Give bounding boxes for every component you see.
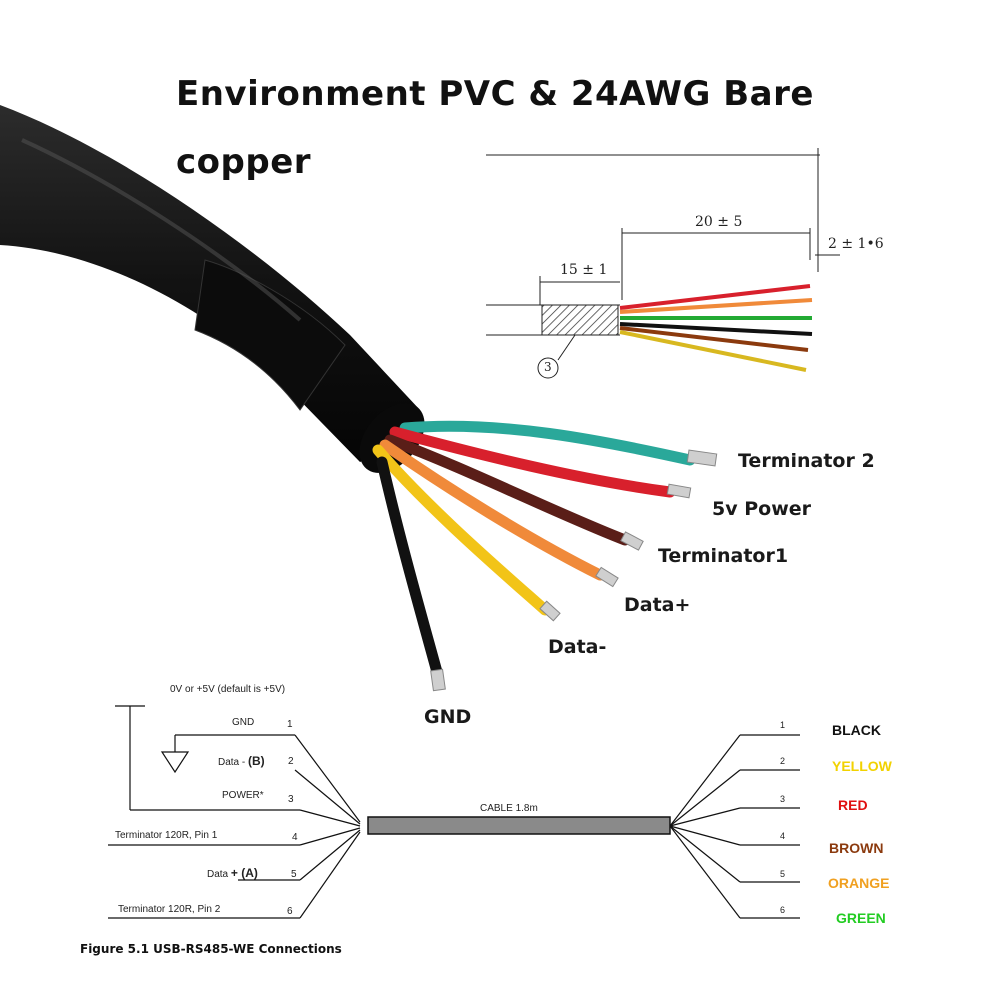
cable-label: CABLE 1.8m xyxy=(480,803,538,814)
wire-label-data-plus: Data+ xyxy=(624,594,691,616)
dimension-callout: 3 xyxy=(544,360,552,374)
left-pin-num-6: 6 xyxy=(287,906,293,917)
right-pin-num-6: 6 xyxy=(780,905,786,915)
wire-orange xyxy=(379,439,606,581)
left-pin-num-2: 2 xyxy=(288,756,294,767)
left-pin-label-2: Data - (B) xyxy=(218,754,265,768)
wire-red xyxy=(389,426,676,498)
left-pin-label-6: Terminator 120R, Pin 2 xyxy=(118,904,221,915)
right-color-green: GREEN xyxy=(836,910,886,926)
dimension-overall: 20 ± 5 xyxy=(695,214,743,230)
wire-yellow xyxy=(372,444,551,616)
photo-wires xyxy=(372,420,718,692)
title-line-1: Environment PVC & 24AWG Bare xyxy=(176,74,814,114)
wire-teal xyxy=(399,420,696,466)
schematic-lines xyxy=(108,705,800,919)
wire-label-gnd: GND xyxy=(424,706,472,728)
figure-caption: Figure 5.1 USB-RS485-WE Connections xyxy=(80,942,342,956)
right-pin-num-5: 5 xyxy=(780,869,786,879)
left-pin-num-5: 5 xyxy=(291,869,297,880)
left-pin-num-1: 1 xyxy=(287,719,293,730)
left-pin-num-3: 3 xyxy=(288,794,294,805)
right-pin-num-1: 1 xyxy=(780,720,786,730)
left-pin-label-4: Terminator 120R, Pin 1 xyxy=(115,830,218,841)
dimension-wires xyxy=(619,284,813,372)
wire-label-5v-power: 5v Power xyxy=(712,498,812,520)
left-pin-label-3: POWER* xyxy=(222,790,264,801)
power-note: 0V or +5V (default is +5V) xyxy=(170,684,286,695)
right-color-brown: BROWN xyxy=(829,840,884,856)
wire-label-terminator1: Terminator1 xyxy=(658,545,789,567)
left-pin-extra-2: (B) xyxy=(248,754,265,768)
right-color-yellow: YELLOW xyxy=(832,758,892,774)
wire-label-data-minus: Data- xyxy=(548,636,607,658)
title-line-2: copper xyxy=(176,142,312,182)
dimension-strip: 2 ± 1•6 xyxy=(828,236,884,252)
cable-bar xyxy=(367,816,671,835)
left-pin-num-4: 4 xyxy=(292,832,298,843)
right-color-black: BLACK xyxy=(832,722,881,738)
wire-brown xyxy=(384,434,631,546)
right-pin-num-2: 2 xyxy=(780,756,786,766)
dimension-jacket: 15 ± 1 xyxy=(560,262,608,278)
left-pin-label-1: GND xyxy=(232,717,255,728)
right-pin-num-3: 3 xyxy=(780,794,786,804)
wire-black xyxy=(376,456,443,678)
wire-label-terminator-2: Terminator 2 xyxy=(738,450,875,472)
left-pin-extra-5: + (A) xyxy=(230,866,258,880)
right-pin-num-4: 4 xyxy=(780,831,786,841)
dimension-drawing xyxy=(486,148,840,379)
right-color-orange: ORANGE xyxy=(828,875,890,891)
right-color-red: RED xyxy=(838,797,868,813)
left-pin-label-5: Data + (A) xyxy=(207,866,258,880)
